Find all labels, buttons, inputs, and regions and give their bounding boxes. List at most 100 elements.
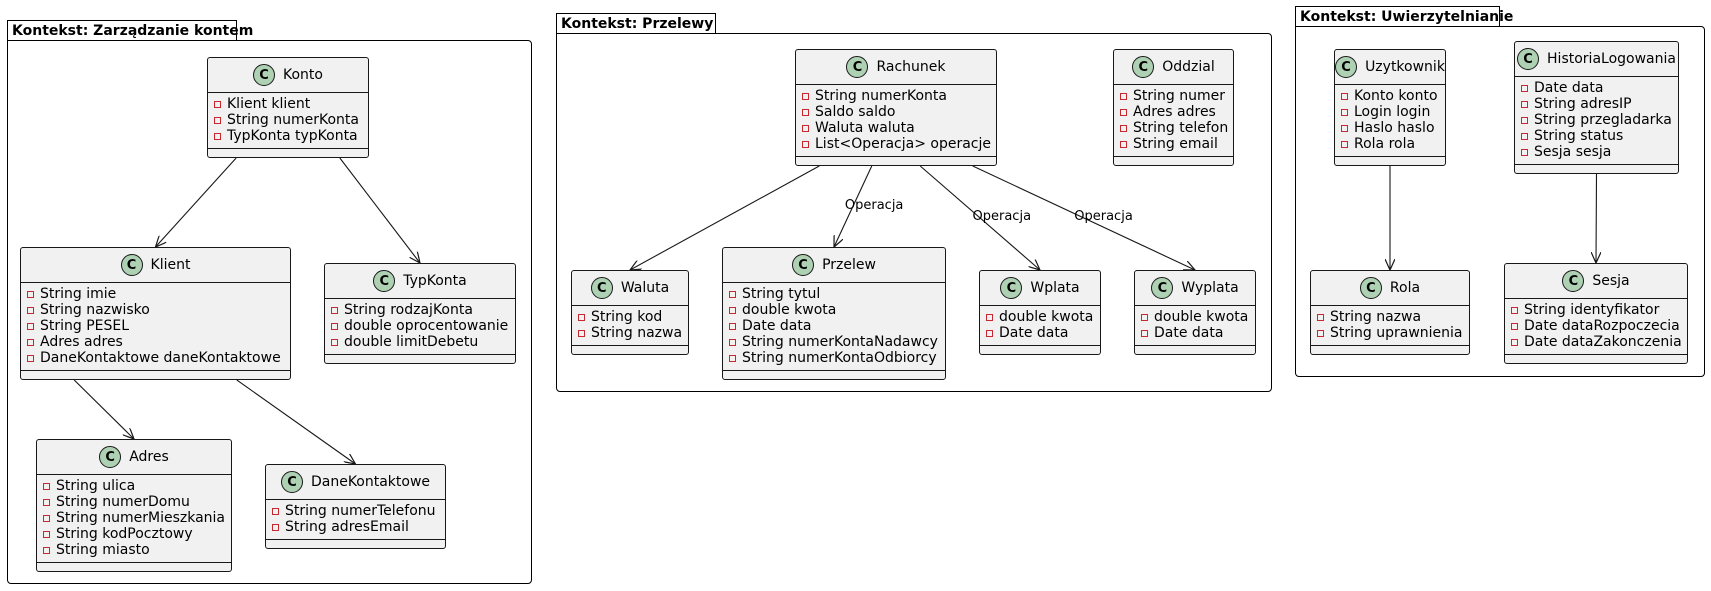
class-operations: [266, 540, 445, 548]
class-attribute: String email: [1120, 136, 1227, 152]
attribute-text: double oprocentowanie: [344, 318, 509, 334]
class-attribute: double limitDebetu: [331, 334, 509, 350]
class-header: C HistoriaLogowania: [1515, 42, 1678, 77]
class-name: Wplata: [1030, 280, 1080, 296]
private-visibility-icon: [43, 546, 50, 554]
package-przelewy: [556, 33, 1272, 392]
class-attribute: String przegladarka: [1521, 112, 1672, 128]
attribute-text: String nazwa: [591, 325, 683, 341]
private-visibility-icon: [1511, 322, 1518, 330]
private-visibility-icon: [1317, 329, 1324, 337]
attribute-text: List<Operacja> operacje: [815, 136, 992, 152]
private-visibility-icon: [43, 498, 50, 506]
attribute-text: String przegladarka: [1534, 112, 1672, 128]
attribute-text: Waluta waluta: [815, 120, 915, 136]
class-name: TypKonta: [403, 273, 467, 289]
class-name: Adres: [129, 449, 169, 465]
attribute-text: String numerKonta: [227, 112, 359, 128]
attribute-text: Konto konto: [1354, 88, 1438, 104]
attribute-text: String numerKontaNadawcy: [742, 334, 938, 350]
private-visibility-icon: [1521, 116, 1528, 124]
class-attribute: Date dataZakonczenia: [1511, 334, 1682, 350]
attribute-text: String adresIP: [1534, 96, 1632, 112]
attribute-text: Adres adres: [1133, 104, 1216, 120]
private-visibility-icon: [578, 313, 585, 321]
private-visibility-icon: [802, 124, 809, 132]
class-stereotype-icon: C: [590, 277, 613, 299]
class-attribute: String identyfikator: [1511, 302, 1681, 318]
attribute-text: String imie: [40, 286, 117, 302]
class-attribute: Adres adres: [27, 334, 284, 350]
package-tab-zarzadzanie-kontem: Kontekst: Zarządzanie kontem: [7, 20, 253, 40]
private-visibility-icon: [272, 507, 279, 515]
association-arrow: [156, 157, 237, 247]
class-name: Waluta: [620, 280, 670, 296]
private-visibility-icon: [802, 92, 809, 100]
class-attribute: DaneKontaktowe daneKontaktowe: [27, 350, 284, 366]
class-stereotype-icon: C: [253, 64, 275, 86]
class-attribute: String kod: [578, 309, 682, 325]
class-name: HistoriaLogowania: [1547, 51, 1676, 67]
class-attribute: Date dataRozpoczecia: [1511, 318, 1681, 334]
attribute-text: String numer: [1133, 88, 1225, 104]
class-operations: [1311, 346, 1469, 354]
private-visibility-icon: [1141, 329, 1148, 337]
attribute-text: double limitDebetu: [344, 334, 479, 350]
package-tab-przelewy: Kontekst: Przelewy: [556, 13, 716, 33]
attribute-text: String nazwisko: [40, 302, 150, 318]
class-operations: [1135, 346, 1255, 354]
private-visibility-icon: [27, 322, 34, 330]
class-attribute: Haslo haslo: [1341, 120, 1439, 136]
private-visibility-icon: [43, 514, 50, 522]
private-visibility-icon: [1511, 338, 1518, 346]
attribute-text: Klient klient: [227, 96, 311, 112]
private-visibility-icon: [27, 354, 34, 362]
association-label: Operacja: [844, 197, 904, 213]
private-visibility-icon: [729, 290, 736, 298]
attribute-text: String status: [1534, 128, 1624, 144]
package-zarzadzanie-kontem: [7, 40, 532, 584]
class-attribute: Saldo saldo: [802, 104, 990, 120]
private-visibility-icon: [729, 322, 736, 330]
package-title: Kontekst: Uwierzytelnianie: [1300, 9, 1514, 25]
private-visibility-icon: [331, 338, 338, 346]
class-operations: [572, 346, 688, 354]
class-attribute: double kwota: [1141, 309, 1249, 325]
private-visibility-icon: [1341, 124, 1348, 132]
private-visibility-icon: [986, 313, 993, 321]
association-label: Operacja: [1074, 209, 1133, 224]
class-attribute: String nazwa: [578, 325, 682, 341]
class-stereotype-icon: C: [1517, 48, 1540, 70]
class-attribute: String status: [1521, 128, 1672, 144]
class-attribute: Klient klient: [214, 96, 362, 112]
class-attribute: double kwota: [729, 302, 939, 318]
private-visibility-icon: [1120, 140, 1127, 148]
association-arrow: [834, 165, 873, 247]
